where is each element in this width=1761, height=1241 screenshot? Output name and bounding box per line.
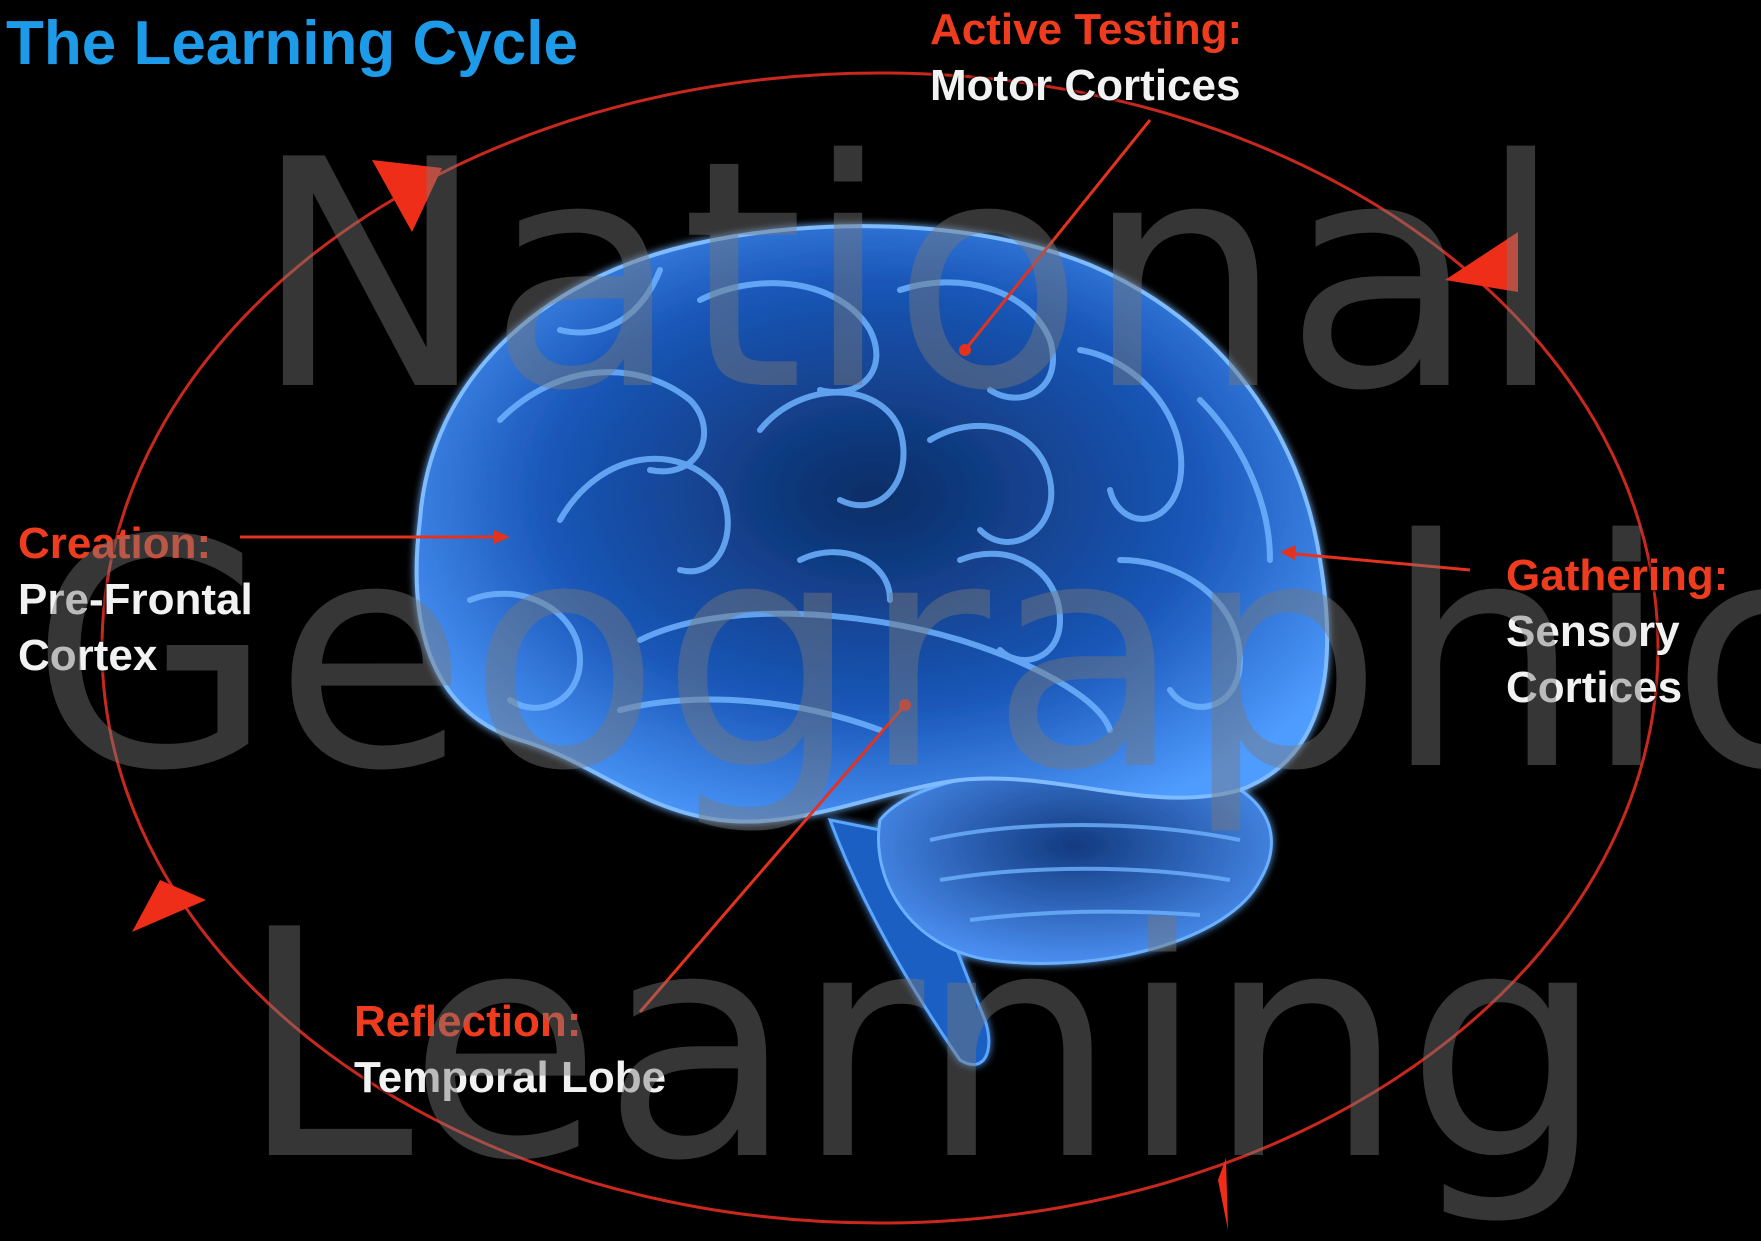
stage-text-creation-line1: Pre-Frontal — [18, 572, 253, 628]
cycle-arrow-icon — [372, 160, 442, 232]
cycle-arrow-icon — [132, 880, 206, 932]
pointer-dot-reflection — [899, 699, 911, 711]
stage-text-gathering-line2: Cortices — [1506, 660, 1728, 716]
stage-heading-reflection: Reflection: — [354, 994, 666, 1050]
cerebrum — [417, 226, 1328, 822]
stage-text-creation-line2: Cortex — [18, 628, 253, 684]
brain-illustration — [417, 226, 1328, 1064]
stage-heading-active-testing: Active Testing: — [930, 2, 1242, 58]
pointer-dot-active-testing — [959, 344, 971, 356]
diagram-title: The Learning Cycle — [6, 8, 578, 79]
stage-reflection: Reflection: Temporal Lobe — [354, 994, 666, 1106]
stage-active-testing: Active Testing: Motor Cortices — [930, 2, 1242, 114]
stage-gathering: Gathering: Sensory Cortices — [1506, 548, 1728, 716]
stage-text-active-testing: Motor Cortices — [930, 58, 1242, 114]
stage-creation: Creation: Pre-Frontal Cortex — [18, 516, 253, 684]
stage-heading-gathering: Gathering: — [1506, 548, 1728, 604]
stage-heading-creation: Creation: — [18, 516, 253, 572]
stage-text-gathering-line1: Sensory — [1506, 604, 1728, 660]
cycle-arrow-icon — [1218, 1158, 1228, 1230]
stage-text-reflection: Temporal Lobe — [354, 1050, 666, 1106]
